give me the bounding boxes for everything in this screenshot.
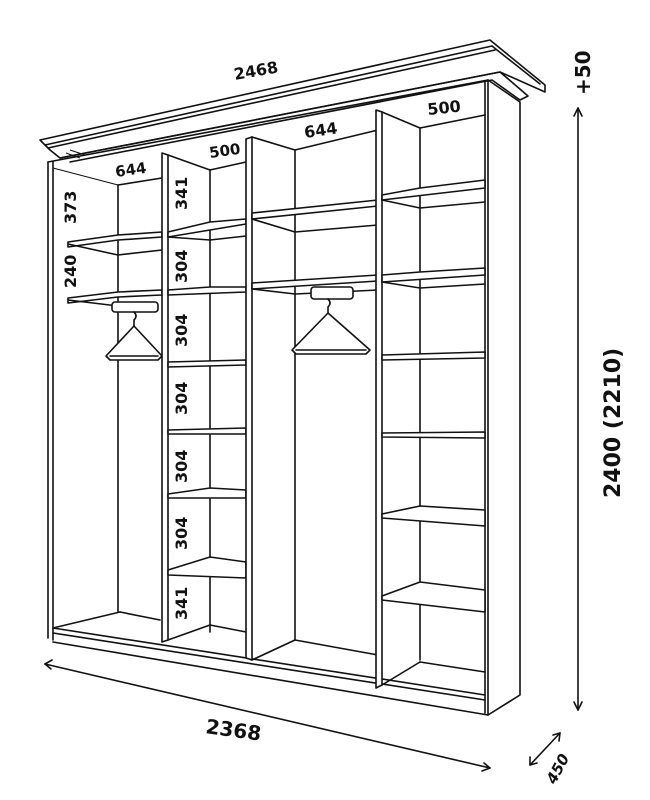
center-left-height-label-2: 304 bbox=[172, 250, 191, 283]
center-left-height-label-3: 304 bbox=[172, 314, 191, 347]
cornice-width-label: 2468 bbox=[232, 57, 279, 83]
hanger-rail-right bbox=[310, 286, 354, 300]
section-center-left bbox=[161, 152, 247, 643]
section-right-width-label: 500 bbox=[426, 97, 461, 119]
section-right bbox=[375, 109, 486, 689]
overall-height-label: 2400 (2210) bbox=[601, 348, 626, 498]
center-left-height-label-7: 341 bbox=[172, 587, 191, 620]
body-width-label: 2368 bbox=[204, 714, 262, 746]
section-center-left-width-label: 500 bbox=[208, 140, 242, 162]
hanger-icon-right bbox=[291, 298, 371, 355]
section-center-right bbox=[245, 129, 379, 661]
cornice-extra-label: +50 bbox=[571, 50, 595, 95]
cornice bbox=[39, 39, 546, 163]
left-height-label-1: 373 bbox=[61, 191, 80, 224]
dimension-labels: 2468 644 500 644 500 373 240 341 304 304… bbox=[61, 50, 626, 787]
depth-label: 450 bbox=[542, 751, 573, 788]
section-left-width-label: 644 bbox=[114, 159, 148, 181]
center-left-height-label-6: 304 bbox=[172, 517, 191, 550]
dimension-lines bbox=[44, 107, 583, 772]
section-left bbox=[67, 177, 163, 613]
center-left-height-label-1: 341 bbox=[172, 177, 191, 210]
hanger-icon-left bbox=[105, 311, 163, 361]
section-center-right-width-label: 644 bbox=[303, 118, 339, 141]
wardrobe-body bbox=[47, 79, 521, 716]
center-left-height-label-4: 304 bbox=[172, 382, 191, 415]
center-left-height-label-5: 304 bbox=[172, 450, 191, 483]
left-height-label-2: 240 bbox=[61, 255, 80, 288]
hanger-rail-left bbox=[111, 301, 159, 313]
